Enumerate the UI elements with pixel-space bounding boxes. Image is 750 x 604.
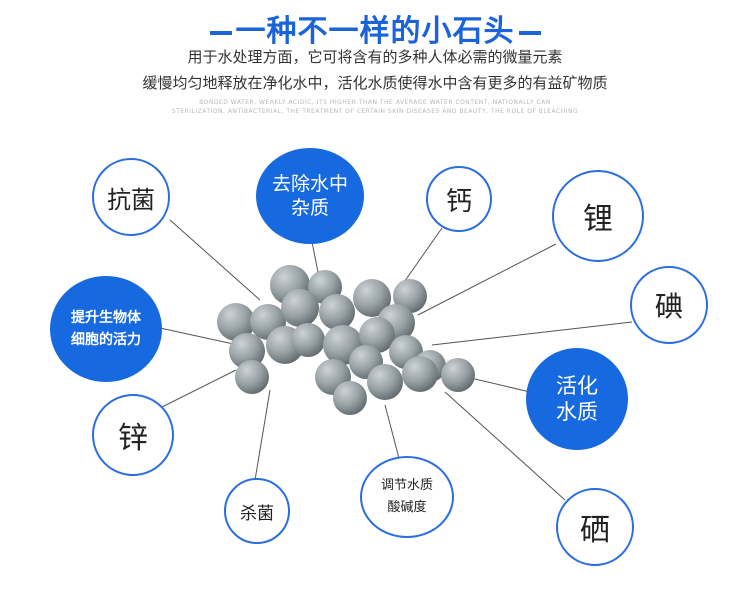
line-li bbox=[417, 243, 557, 316]
stone bbox=[393, 279, 427, 313]
bubble-li-label: 锂 bbox=[583, 202, 613, 237]
stone bbox=[235, 360, 269, 394]
stone bbox=[367, 364, 403, 400]
title-dash-right bbox=[518, 30, 541, 35]
stone bbox=[333, 381, 367, 415]
stone bbox=[359, 317, 395, 353]
bubble-xi-label: 硒 bbox=[580, 513, 610, 548]
bubble-gai-label: 钙 bbox=[445, 186, 472, 217]
bubble-tiaojie-label: 调节水质 酸碱度 bbox=[380, 478, 433, 515]
line-shajun bbox=[254, 389, 271, 481]
page-title: 一种不一样的小石头 bbox=[0, 6, 750, 50]
stone bbox=[402, 356, 438, 392]
bubble-gai: 钙 bbox=[426, 166, 492, 232]
bubble-li: 锂 bbox=[552, 170, 644, 262]
fine-print-line-2: STERILIZATION, ANTIBACTERIAL, THE TREATM… bbox=[171, 108, 579, 115]
bubble-kangjun-label: 抗菌 bbox=[107, 185, 155, 214]
bubble-huohua-label: 活化 水质 bbox=[556, 374, 598, 424]
bubble-shajun: 杀菌 bbox=[224, 478, 290, 544]
bubble-tisheng: 提升生物体 细胞的活力 bbox=[50, 276, 162, 382]
bubble-xin-label: 锌 bbox=[118, 421, 148, 456]
subtitle-line-1: 用于水处理方面，它可将含有的多种人体必需的微量元素 bbox=[187, 48, 563, 66]
subtitle-line-2: 缓慢均匀地释放在净化水中，活化水质使得水中含有更多的有益矿物质 bbox=[142, 74, 608, 92]
stone bbox=[291, 323, 325, 357]
fine-print-line-1: BONDED WATER, WEAKLY ACIDIC, ITS HIGHER … bbox=[199, 99, 551, 106]
line-tisheng bbox=[159, 327, 239, 346]
stone bbox=[281, 289, 319, 327]
line-dian bbox=[431, 321, 633, 346]
bubble-tisheng-label: 提升生物体 细胞的活力 bbox=[71, 310, 141, 348]
bubble-shajun-label: 杀菌 bbox=[240, 503, 274, 524]
stone bbox=[353, 279, 391, 317]
connector-lines bbox=[151, 219, 633, 501]
bubble-dian: 碘 bbox=[630, 266, 708, 344]
line-tiaojie bbox=[384, 404, 401, 463]
bubble-kangjun: 抗菌 bbox=[92, 158, 170, 236]
title-dash-left bbox=[209, 30, 232, 35]
stone-pile bbox=[217, 265, 475, 415]
title-text: 一种不一样的小石头 bbox=[235, 14, 515, 49]
stone bbox=[217, 303, 255, 341]
bubble-huohua: 活化 水质 bbox=[526, 348, 628, 450]
bubble-xin: 锌 bbox=[92, 394, 174, 476]
bubble-quchu: 去除水中 杂质 bbox=[256, 148, 364, 244]
line-kangjun bbox=[169, 219, 261, 301]
line-xi bbox=[444, 391, 566, 501]
bubble-dian-label: 碘 bbox=[654, 290, 683, 323]
bubble-quchu-label: 去除水中 杂质 bbox=[271, 173, 348, 219]
line-xin bbox=[151, 369, 237, 413]
stone bbox=[319, 294, 355, 330]
bubble-tiaojie: 调节水质 酸碱度 bbox=[360, 456, 454, 538]
stone bbox=[441, 358, 475, 392]
stone bbox=[229, 333, 265, 369]
bubble-xi: 硒 bbox=[556, 488, 634, 566]
